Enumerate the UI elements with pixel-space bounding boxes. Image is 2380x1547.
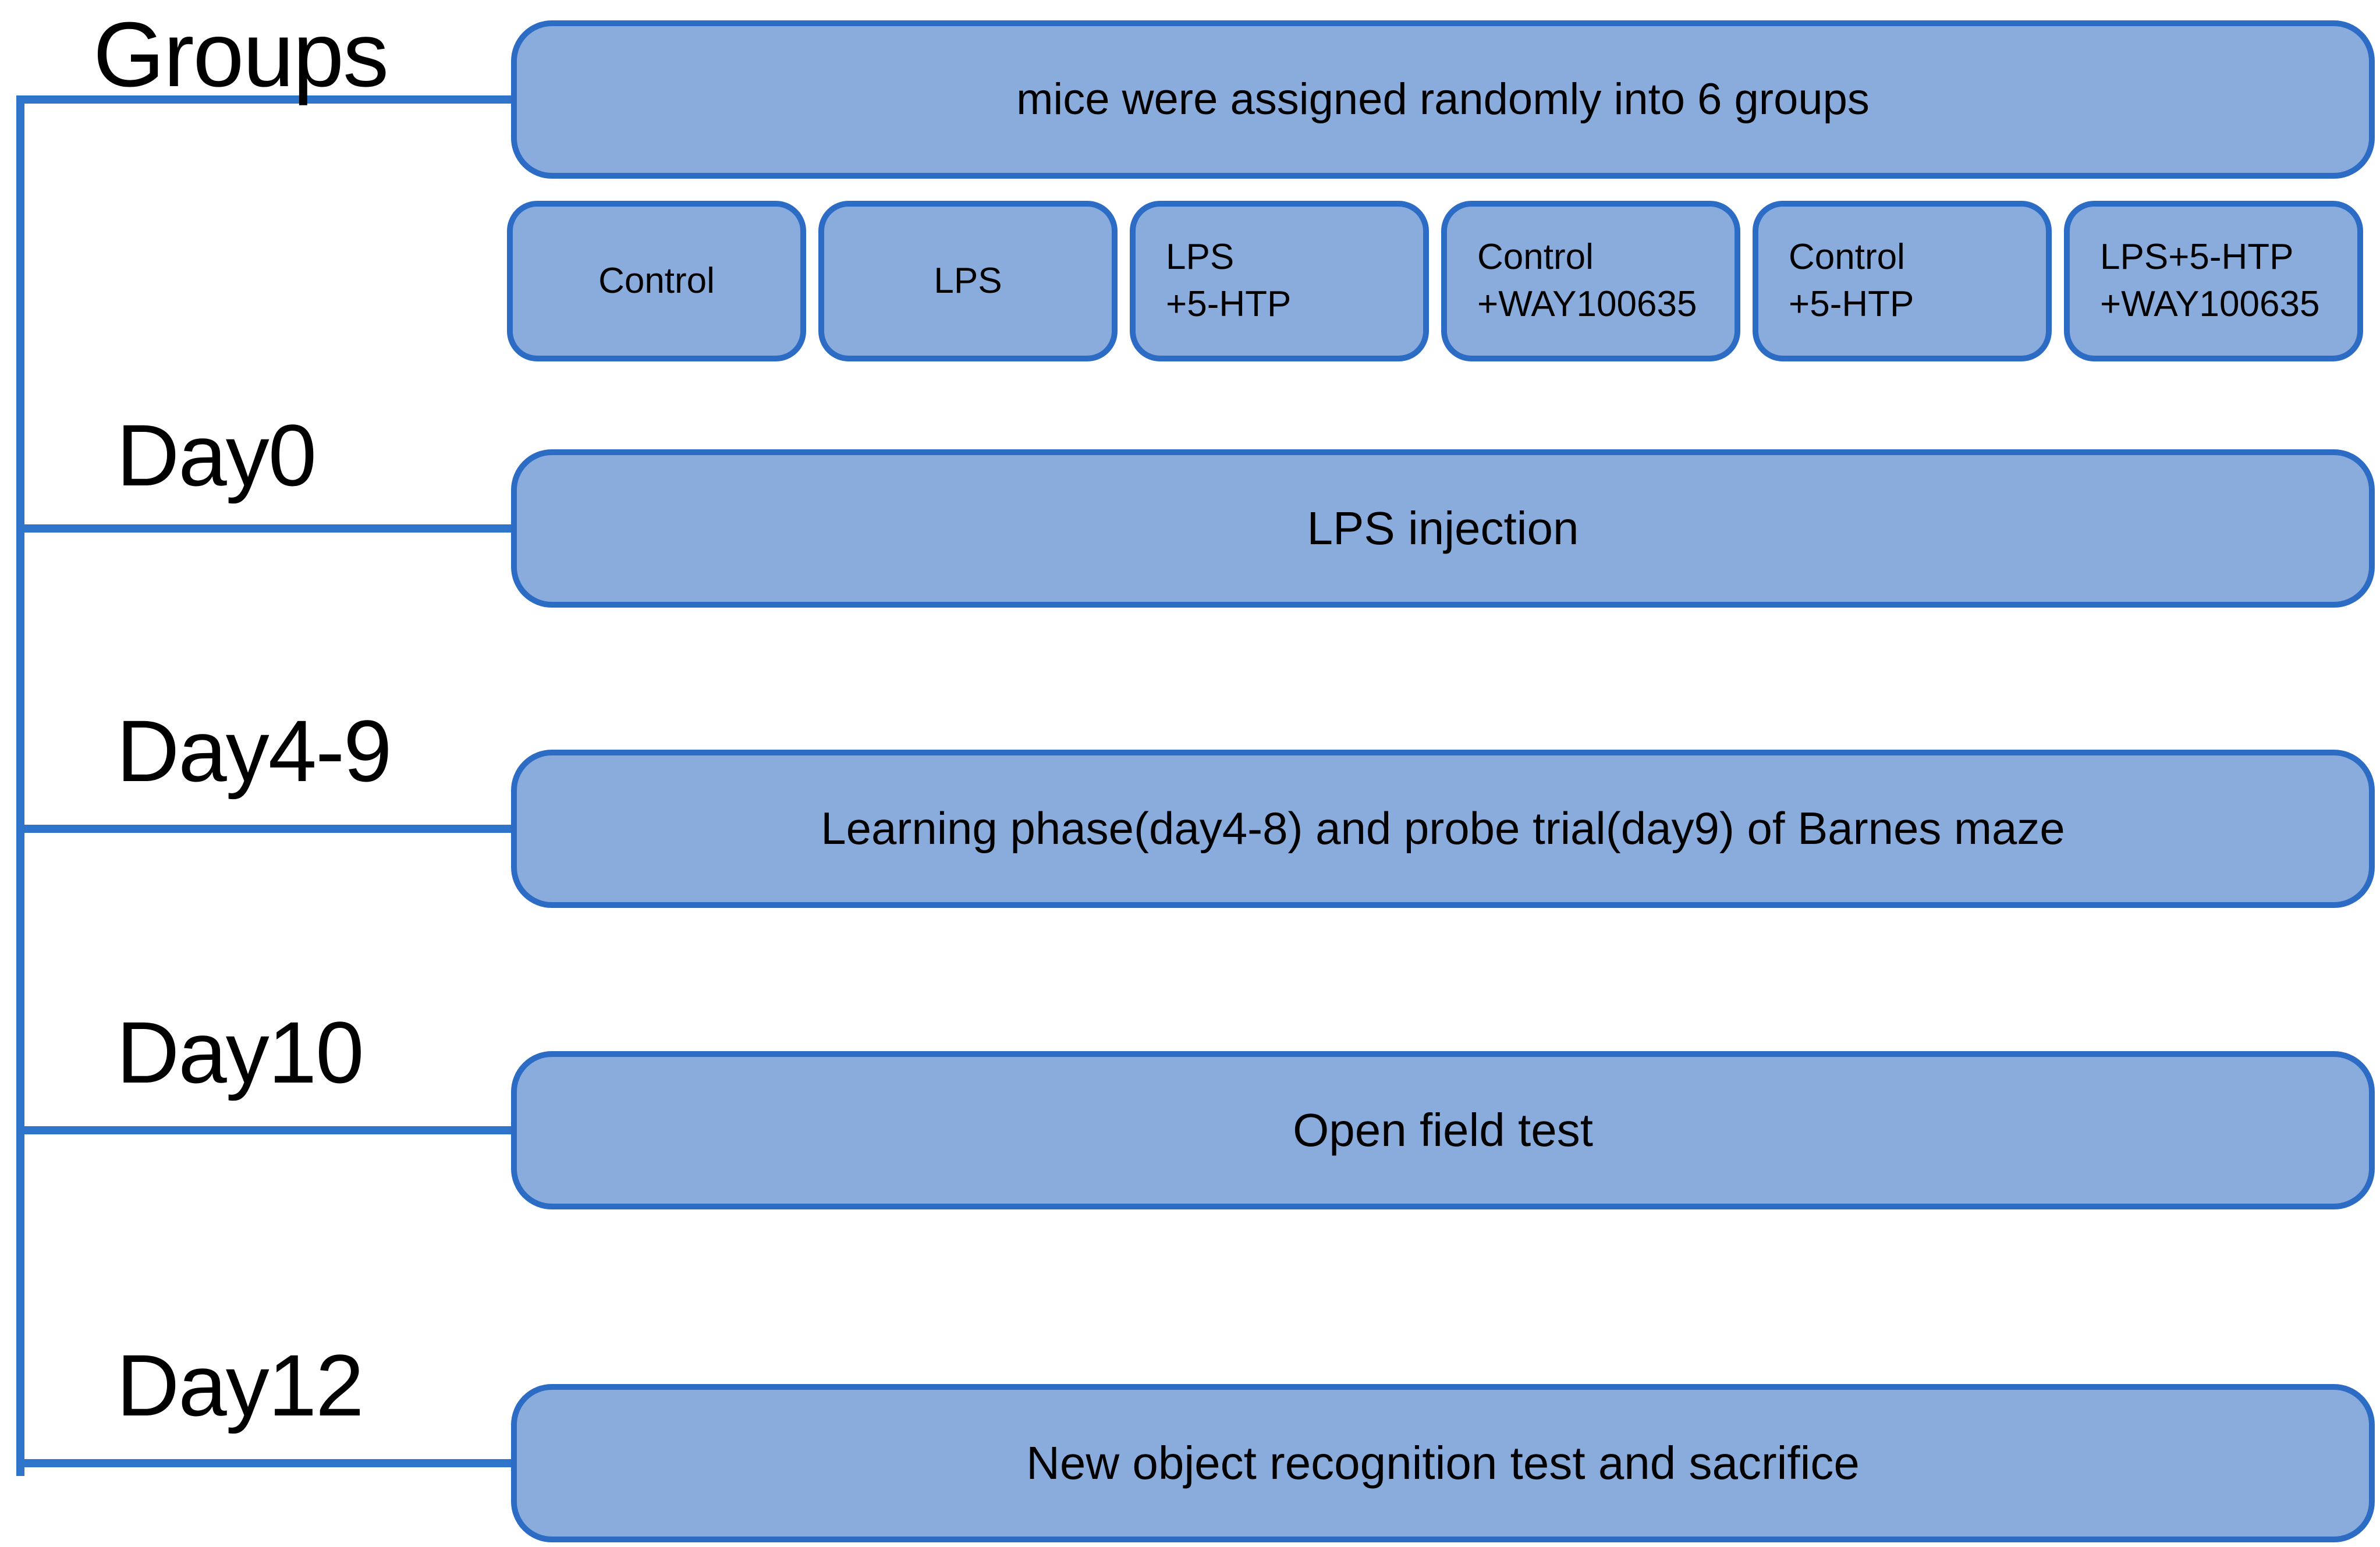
- branch-line-day0: [16, 524, 517, 533]
- group-box-control-way100635: Control +WAY100635: [1441, 201, 1740, 361]
- group-box-lps-5htp-way100635: LPS+5-HTP +WAY100635: [2064, 201, 2363, 361]
- lps-injection-text: LPS injection: [1307, 502, 1579, 554]
- group-box-line: Control: [1477, 237, 1594, 278]
- timeline-spine-line: [16, 95, 24, 1476]
- branch-line-day4-9: [16, 825, 517, 833]
- groups-label: Groups: [93, 3, 389, 106]
- open-field-test-text: Open field test: [1293, 1104, 1593, 1156]
- groups-assignment-text: mice were assigned randomly into 6 group…: [1016, 74, 1870, 125]
- group-box-line: LPS: [1166, 237, 1235, 278]
- day10-label: Day10: [116, 1003, 364, 1101]
- group-box-lps: LPS: [818, 201, 1118, 361]
- branch-line-day12: [16, 1459, 517, 1467]
- group-box-line: Control: [598, 260, 715, 301]
- group-box-control-5htp: Control +5-HTP: [1753, 201, 2052, 361]
- barnes-maze-text: Learning phase(day4-8) and probe trial(d…: [821, 803, 2065, 854]
- group-box-line: +5-HTP: [1789, 284, 1914, 324]
- box-barnes-maze: Learning phase(day4-8) and probe trial(d…: [511, 750, 2375, 908]
- group-box-line: LPS+5-HTP: [2100, 237, 2294, 278]
- new-object-recognition-text: New object recognition test and sacrific…: [1026, 1437, 1860, 1489]
- day0-label: Day0: [116, 406, 317, 504]
- day4-9-label: Day4-9: [116, 702, 392, 800]
- group-box-line: +5-HTP: [1166, 284, 1292, 324]
- box-new-object-recognition: New object recognition test and sacrific…: [511, 1384, 2375, 1542]
- group-box-line: Control: [1789, 237, 1905, 278]
- group-box-lps-5htp: LPS +5-HTP: [1130, 201, 1429, 361]
- branch-line-groups: [16, 95, 517, 104]
- group-box-line: LPS: [934, 260, 1002, 301]
- group-box-line: +WAY100635: [2100, 284, 2320, 324]
- branch-line-day10: [16, 1126, 517, 1134]
- group-box-line: +WAY100635: [1477, 284, 1697, 324]
- day12-label: Day12: [116, 1336, 364, 1434]
- box-lps-injection: LPS injection: [511, 449, 2375, 608]
- box-open-field-test: Open field test: [511, 1051, 2375, 1209]
- groups-assignment-box: mice were assigned randomly into 6 group…: [511, 20, 2375, 179]
- group-box-control: Control: [507, 201, 806, 361]
